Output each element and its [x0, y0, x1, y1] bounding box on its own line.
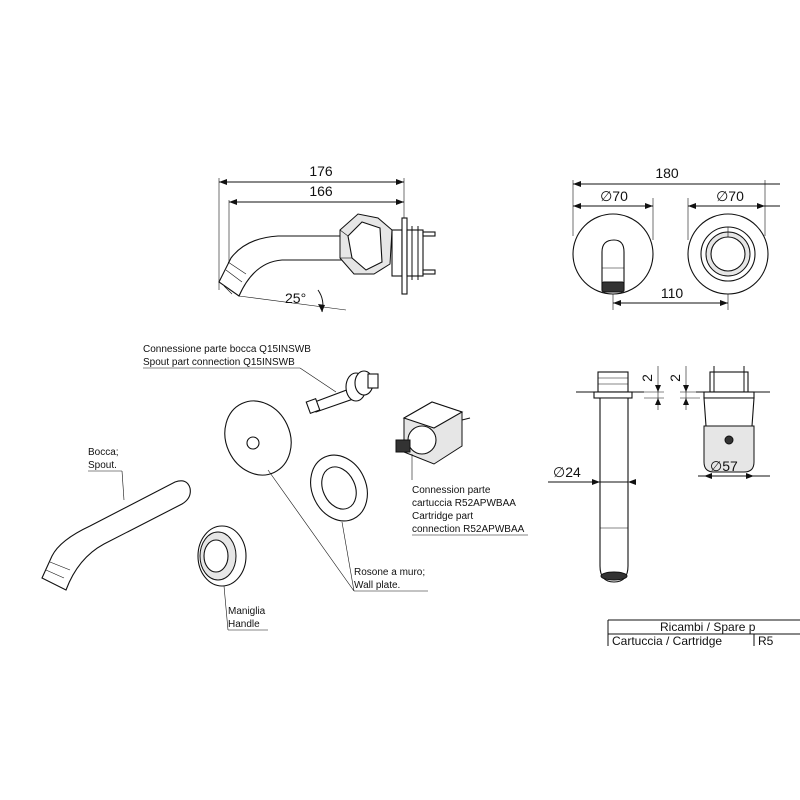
spout-connection-end [367, 373, 379, 389]
dim-166-arrow-right [396, 199, 404, 205]
front-view: 180 ∅70 ∅70 110 [572, 165, 780, 310]
cartridge-face [407, 425, 437, 455]
dim-dia70-right-arrow-a [688, 203, 696, 209]
dim-dia70-left-arrow-b [645, 203, 653, 209]
side-spout [218, 235, 347, 297]
handle-label-en: Handle [228, 619, 260, 630]
dim-dia24-arrow-b [628, 479, 636, 485]
angle-arrow [318, 304, 325, 312]
cartridge-stem [395, 439, 411, 453]
dim-110-arrow-left [613, 300, 621, 306]
front-spout-aerator [601, 281, 625, 293]
dim-180-arrow-left [573, 181, 581, 187]
spout-connection-label-en: Spout part connection Q15INSWB [143, 357, 295, 368]
section-left-plate [593, 391, 633, 399]
dim-dia24-text: ∅24 [553, 464, 581, 480]
wall-plate-disk [224, 400, 292, 476]
dim-2-right-arrow-b [683, 398, 689, 405]
table-row-label: Cartuccia / Cartridge [612, 634, 722, 648]
cartridge-top [402, 401, 464, 429]
section-left-spout-outlet [600, 571, 628, 581]
wall-plate-label-it: Rosone a muro; [354, 567, 425, 578]
spout-tip-line [45, 569, 65, 579]
wall-plate-ring-inner [321, 466, 357, 510]
spout-leader [121, 470, 125, 501]
side-body-box [406, 229, 424, 277]
dim-dia70-right-text: ∅70 [716, 188, 744, 204]
side-view: 176 166 25° [218, 163, 436, 313]
dim-dia70-left-arrow-a [573, 203, 581, 209]
dim-176-text: 176 [309, 163, 333, 179]
spout-tip-line-2 [49, 561, 71, 571]
table-title: Ricambi / Spare p [660, 620, 756, 634]
spout-connection-label-it: Connessione parte bocca Q15INSWB [143, 344, 311, 355]
wall-plate-leader-ring [341, 521, 355, 592]
section-right-collar [703, 397, 755, 427]
spout-connection-thread [305, 397, 321, 415]
front-handle-inner [710, 236, 746, 272]
cartridge-label-1: Connession parte [412, 485, 491, 496]
side-handle-edge [339, 229, 349, 237]
side-spout-tip-line-3 [223, 285, 233, 295]
cartridge-label-3: Cartridge part [412, 511, 473, 522]
spout-part [41, 480, 191, 591]
dim-180-text: 180 [655, 165, 679, 181]
side-spout-tip-line-2 [227, 261, 247, 275]
spout-label-en: Spout. [88, 460, 117, 471]
wall-plate-leader-disk [267, 469, 355, 592]
handle-part-inner [203, 539, 229, 573]
dim-2-right-arrow-a [683, 385, 689, 392]
section-right-body [709, 371, 749, 393]
dim-176-arrow-left [219, 179, 227, 185]
section-right-handle [703, 425, 755, 473]
section-left-body [597, 371, 629, 393]
section-left-spout [599, 397, 629, 583]
front-spout [601, 239, 625, 291]
spare-parts-table: Ricambi / Spare p Cartuccia / Cartridge … [607, 619, 800, 648]
angle-text: 25° [285, 290, 306, 306]
dim-dia70-left-text: ∅70 [600, 188, 628, 204]
handle-leader [223, 585, 229, 631]
section-views: ∅24 2 2 ∅57 [548, 366, 770, 583]
dim-2-left-arrow-a [655, 385, 661, 392]
dim-dia57-text: ∅57 [710, 458, 738, 474]
angle-ref-line [238, 295, 347, 311]
dim-166-arrow-left [229, 199, 237, 205]
side-collar [391, 229, 403, 277]
side-wall-plate [401, 217, 408, 295]
side-spout-tip-line [225, 269, 243, 283]
cartridge-pin [461, 417, 471, 421]
spout-connection-leader [299, 367, 337, 393]
dim-166-text: 166 [309, 183, 333, 199]
spout-label-it: Bocca; [88, 447, 119, 458]
cartridge-part [395, 401, 471, 465]
dim-110-text: 110 [661, 285, 684, 301]
dim-dia57-arrow-a [704, 473, 712, 479]
handle-label-it: Maniglia [228, 606, 266, 617]
table-row-code: R5 [758, 634, 774, 648]
cartridge-label-2: cartuccia R52APWBAA [412, 498, 516, 509]
dim-dia57-arrow-b [746, 473, 754, 479]
dim-176-arrow-right [396, 179, 404, 185]
side-pin-bottom [422, 269, 436, 275]
wall-plate-label-en: Wall plate. [354, 580, 400, 591]
dim-2-left-text: 2 [639, 374, 655, 382]
dim-110-arrow-right [720, 300, 728, 306]
dim-dia24-arrow-a [592, 479, 600, 485]
wall-plate-hole [246, 436, 260, 450]
cartridge-label-4: connection R52APWBAA [412, 524, 525, 535]
section-right-handle-mark [724, 435, 734, 445]
dim-2-left-arrow-b [655, 398, 661, 405]
side-pin-top [422, 231, 436, 237]
dim-2-right-text: 2 [667, 374, 683, 382]
section-right-plate [703, 391, 755, 399]
exploded-view: Connessione parte bocca Q15INSWB Spout p… [41, 344, 528, 631]
spout-connection-part [305, 370, 379, 415]
dim-dia70-right-arrow-b [757, 203, 765, 209]
